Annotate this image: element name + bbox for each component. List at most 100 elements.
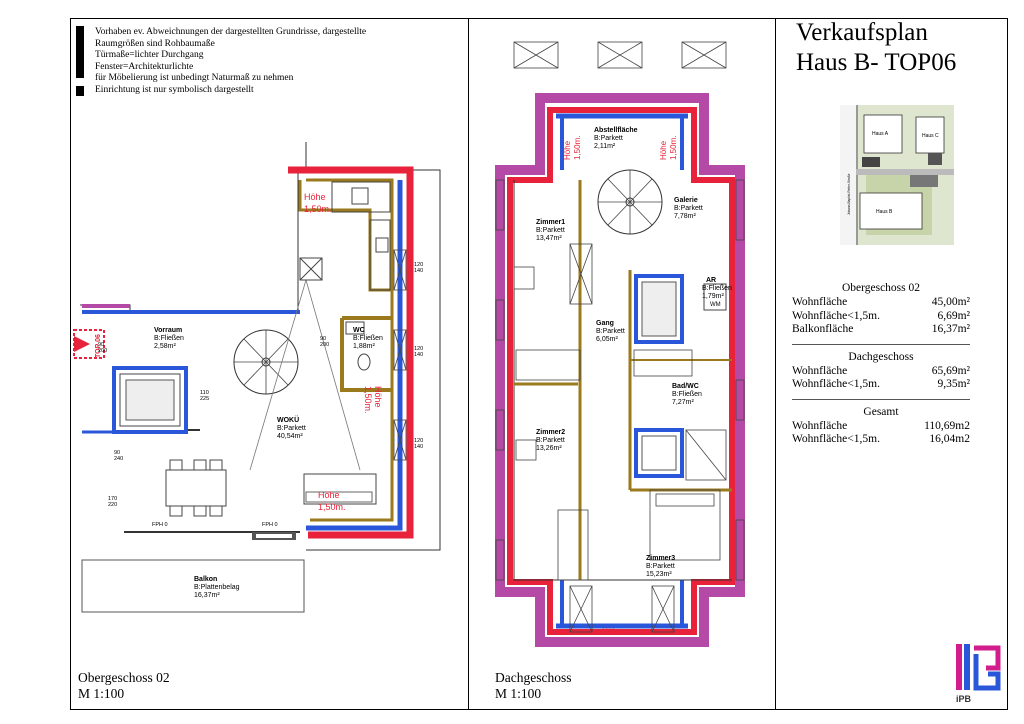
notice-text: Vorhaben ev. Abweichnungen der dargestel… bbox=[95, 27, 366, 96]
site-label-b: Haus B bbox=[876, 209, 893, 215]
divider-og-dg bbox=[468, 18, 469, 710]
dg-floor-label: Dachgeschoss M 1:100 bbox=[495, 670, 571, 702]
stat-separator bbox=[792, 343, 970, 345]
og-floor-plan: TOP 06 Vorraum B:Fließen 2,58m² WC B:Fli… bbox=[73, 142, 441, 613]
room-floor-zimmer3: B:Parkett bbox=[646, 563, 675, 570]
room-name-gang: Gang bbox=[596, 320, 614, 327]
site-street-label: Johann-Baptist-Reiter-Straße bbox=[847, 173, 851, 215]
room-area-wc: 1,88m² bbox=[353, 343, 375, 350]
room-name-zimmer3: Zimmer3 bbox=[646, 555, 675, 562]
stat-row: Wohnfläche<1,5m.9,35m² bbox=[792, 378, 970, 390]
room-floor-balkon: B:Plattenbelag bbox=[194, 584, 240, 591]
room-name-wc: WC bbox=[353, 327, 365, 334]
room-area-woku: 40,54m² bbox=[277, 433, 303, 440]
divider-dg-info bbox=[775, 18, 776, 710]
height-value: 1,50m. bbox=[573, 136, 582, 160]
room-name-woku: WOKÜ bbox=[277, 415, 299, 424]
dg-heading: Dachgeschoss bbox=[848, 350, 914, 363]
site-plan-map: Haus A Haus C Haus B Johann-Baptist-Reit… bbox=[840, 105, 954, 245]
og-heading: Obergeschoss 02 bbox=[841, 282, 921, 294]
wm-label: WM bbox=[710, 302, 721, 308]
title-line-1: Verkaufsplan bbox=[796, 19, 928, 46]
height-value: 1,50m. bbox=[669, 136, 678, 160]
plan-title: Verkaufsplan Haus B- TOP06 bbox=[796, 18, 956, 78]
room-area-abstell: 2,11m² bbox=[594, 143, 616, 150]
title-line-2: Haus B- TOP06 bbox=[796, 49, 957, 76]
room-area-balkon: 16,37m² bbox=[194, 592, 220, 599]
room-floor-abstell: B:Parkett bbox=[594, 135, 623, 142]
room-floor-galerie: B:Parkett bbox=[674, 205, 703, 212]
room-floor-zimmer1: B:Parkett bbox=[536, 227, 565, 234]
logo-text: iPB bbox=[956, 694, 972, 704]
room-area-galerie: 7,78m² bbox=[674, 213, 696, 220]
notice-line: für Möbelierung ist unbedingt Naturmaß z… bbox=[95, 73, 294, 83]
room-floor-woku: B:Parkett bbox=[277, 425, 306, 432]
dg-floor-scale: M 1:100 bbox=[495, 686, 542, 701]
room-name-abstell: Abstellfläche bbox=[594, 127, 638, 134]
room-name-zimmer1: Zimmer1 bbox=[536, 219, 565, 226]
notice-line: Vorhaben ev. Abweichnungen der dargestel… bbox=[95, 27, 367, 37]
room-name-ar: AR bbox=[706, 277, 716, 284]
og-floor-scale: M 1:100 bbox=[78, 686, 125, 701]
site-label-c: Haus C bbox=[922, 133, 939, 139]
room-area-vorraum: 2,58m² bbox=[154, 343, 176, 350]
height-label: Höhe bbox=[318, 490, 340, 500]
company-logo-icon: iPB bbox=[952, 640, 1006, 706]
drawing-frame bbox=[70, 18, 1008, 710]
top06-marker: TOP 06 bbox=[95, 334, 102, 358]
exclamation-icon bbox=[76, 26, 84, 96]
dim-label: FPH 0 bbox=[152, 522, 168, 528]
room-area-bad: 7,27m² bbox=[672, 399, 694, 406]
height-label: Höhe bbox=[373, 386, 383, 408]
room-floor-bad: B:Fließen bbox=[672, 391, 702, 398]
notice-line: Türmaße=lichter Durchgang bbox=[95, 50, 204, 60]
room-name-galerie: Galerie bbox=[674, 197, 698, 204]
height-label: Höhe bbox=[659, 140, 668, 160]
height-label: Höhe bbox=[563, 140, 572, 160]
room-area-zimmer2: 13,26m² bbox=[536, 445, 562, 452]
gesamt-heading: Gesamt bbox=[863, 405, 899, 418]
height-value: 1,50m. bbox=[304, 204, 332, 214]
stat-row: Wohnfläche<1,5m.16,04m2 bbox=[792, 433, 970, 445]
room-name-vorraum: Vorraum bbox=[154, 327, 182, 334]
room-area-gang: 6,05m² bbox=[596, 336, 618, 343]
height-value: 1,50m. bbox=[318, 502, 346, 512]
height-label: Höhe bbox=[304, 192, 326, 202]
room-area-zimmer1: 13,47m² bbox=[536, 235, 562, 242]
og-floor-label: Obergeschoss 02 M 1:100 bbox=[78, 670, 170, 702]
dim-label: FPH 0 bbox=[262, 522, 278, 528]
site-label-a: Haus A bbox=[872, 131, 889, 137]
dg-floor-name: Dachgeschoss bbox=[495, 670, 572, 685]
room-floor-gang: B:Parkett bbox=[596, 328, 625, 335]
dg-floor-plan: Abstellfläche B:Parkett 2,11m² Zimmer1 B… bbox=[495, 41, 745, 647]
room-floor-wc: B:Fließen bbox=[353, 335, 383, 342]
room-floor-ar: B:Fließen bbox=[702, 285, 732, 292]
room-area-zimmer3: 15,23m² bbox=[646, 571, 672, 578]
notice-line: Einrichtung ist nur symbolisch dargestel… bbox=[95, 84, 254, 95]
room-area-ar: 1,79m² bbox=[702, 293, 724, 300]
notice-line: Raumgrößen sind Rohbaumaße bbox=[95, 38, 215, 49]
room-name-zimmer2: Zimmer2 bbox=[536, 429, 565, 436]
room-name-bad: Bad/WC bbox=[672, 383, 699, 390]
stat-separator bbox=[792, 398, 970, 400]
height-value: 1,50m. bbox=[363, 386, 373, 414]
room-floor-zimmer2: B:Parkett bbox=[536, 437, 565, 444]
notice-line: Fenster=Architekturlichte bbox=[95, 61, 194, 72]
room-name-balkon: Balkon bbox=[194, 576, 217, 583]
stat-row: Wohnfläche<1,5m.6,69m² bbox=[792, 309, 970, 322]
height-label: Höhe bbox=[602, 627, 622, 636]
room-floor-vorraum: B:Fließen bbox=[154, 335, 184, 342]
